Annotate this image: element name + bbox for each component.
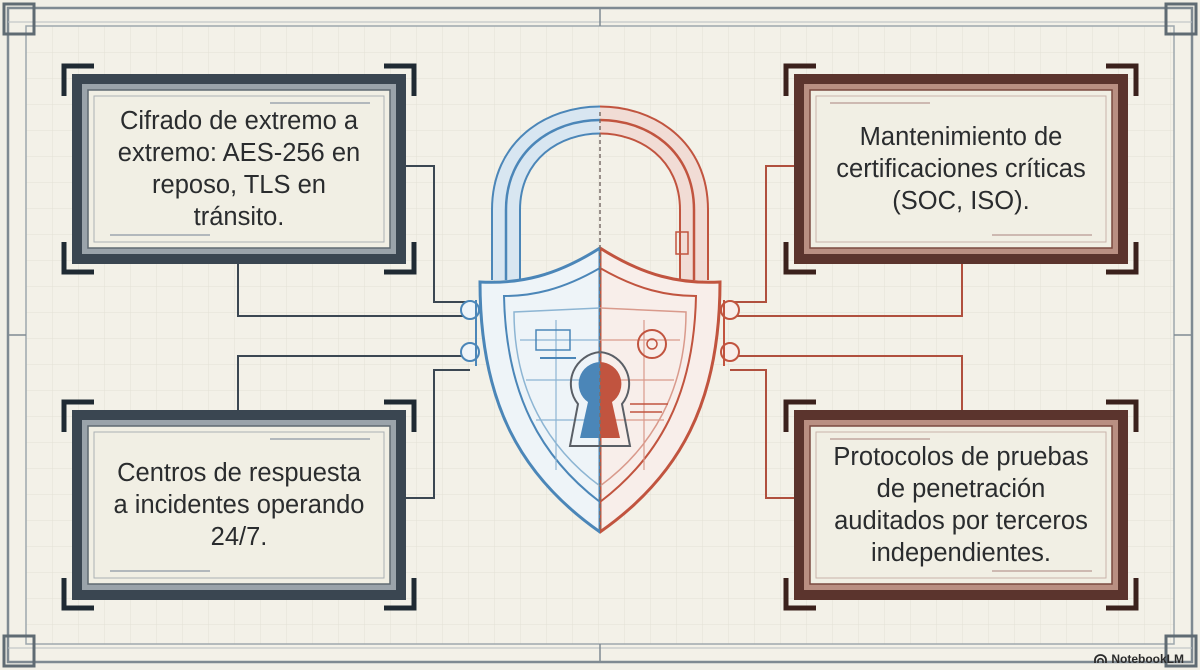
connectors-right [730, 165, 963, 499]
card-bottom-left-text: Centros de respuesta a incidentes operan… [113, 459, 365, 551]
card-bottom-left: Centros de respuesta a incidentes operan… [94, 432, 384, 578]
card-frame-top-right [783, 63, 1139, 275]
card-bottom-right-text: Protocolos de pruebas de penetración aud… [833, 443, 1089, 567]
padlock-shield-icon [460, 105, 740, 534]
brand-label: NotebookLM [1111, 652, 1184, 666]
notebooklm-icon [1094, 654, 1108, 663]
brand-watermark: NotebookLM [1094, 652, 1184, 666]
card-top-right-text: Mantenimiento de certificaciones crítica… [836, 123, 1086, 215]
card-top-left-text: Cifrado de extremo a extremo: AES-256 en… [117, 107, 361, 231]
card-bottom-right: Protocolos de pruebas de penetración aud… [816, 432, 1106, 578]
card-frame-bottom-right [783, 399, 1139, 611]
keyhole-icon [568, 350, 632, 447]
card-frame-bottom-left [61, 399, 417, 611]
connectors-left [237, 165, 470, 499]
card-top-right: Mantenimiento de certificaciones crítica… [816, 96, 1106, 242]
card-top-left: Cifrado de extremo a extremo: AES-256 en… [94, 96, 384, 242]
card-frame-top-left [61, 63, 417, 275]
